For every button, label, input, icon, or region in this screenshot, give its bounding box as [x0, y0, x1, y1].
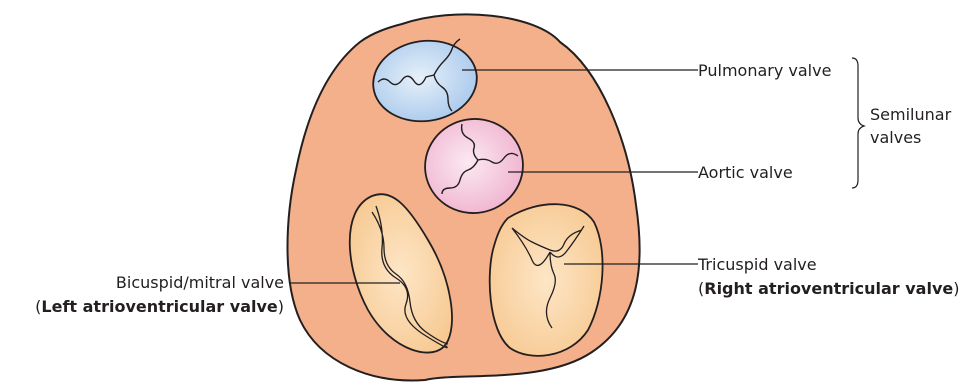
semilunar-label-line1: Semilunar — [870, 105, 952, 124]
tricuspid-valve — [490, 204, 603, 356]
semilunar-label-line2: valves — [870, 128, 921, 147]
bicuspid-subtitle: (Left atrioventricular valve) — [35, 297, 284, 316]
semilunar-brace — [852, 58, 864, 188]
tricuspid-subtitle: (Right atrioventricular valve) — [698, 279, 959, 298]
tricuspid-valve-label: Tricuspid valve — [697, 255, 817, 274]
bicuspid-valve-label: Bicuspid/mitral valve — [116, 273, 284, 292]
aortic-valve-label: Aortic valve — [698, 163, 793, 182]
pulmonary-valve-label: Pulmonary valve — [698, 61, 831, 80]
